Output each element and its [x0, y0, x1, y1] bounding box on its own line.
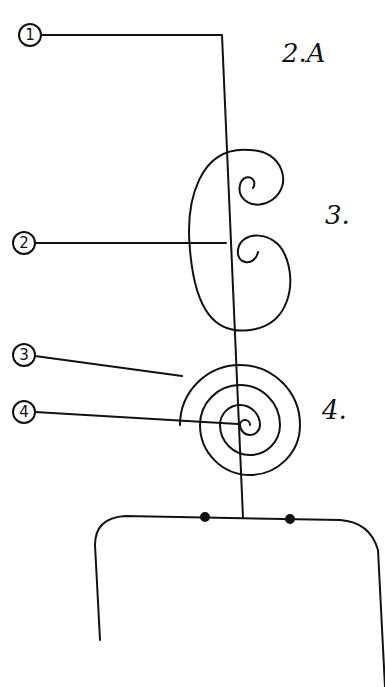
note-text: 2.A [282, 38, 326, 68]
callout-circle [13, 232, 35, 254]
shell-outline [189, 150, 290, 331]
callout-circle [13, 401, 35, 423]
base-dot [286, 515, 294, 523]
base-dot [201, 513, 209, 521]
callout-number: 3 [13, 344, 35, 366]
callout-circle [19, 24, 41, 46]
spiral-shell [180, 365, 300, 475]
leader-line [35, 242, 226, 244]
base-outline [95, 516, 385, 687]
leader-line [35, 356, 182, 376]
callout-number: 4 [13, 401, 35, 423]
callout-number: 2 [13, 232, 35, 254]
callout-circle [13, 344, 35, 366]
shell-curl [239, 150, 283, 205]
note-text: 4. [322, 395, 347, 425]
leader-line [35, 412, 238, 424]
leader-line [41, 35, 243, 518]
callout-number: 1 [19, 24, 41, 46]
note-text: 3. [325, 200, 350, 230]
